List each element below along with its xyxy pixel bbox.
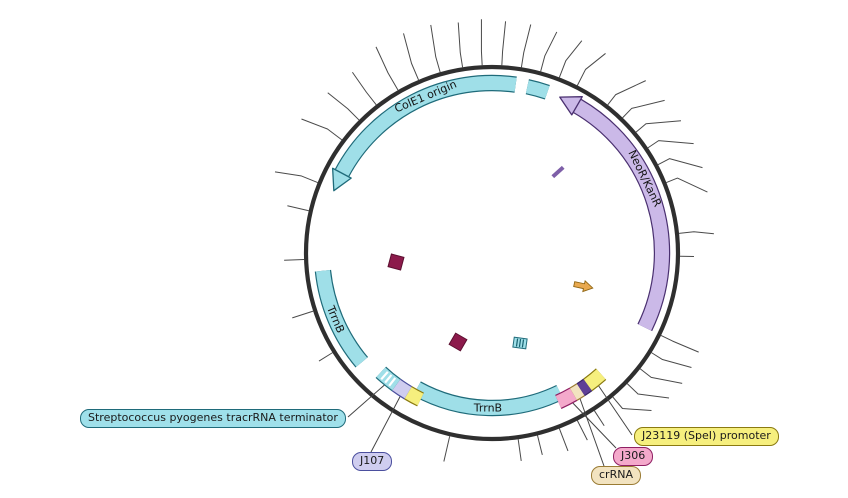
inner-sliver[interactable] <box>551 165 565 179</box>
restriction-site-tick <box>666 177 708 193</box>
restriction-site-tick <box>639 368 683 384</box>
restriction-site-tick <box>622 99 665 119</box>
restriction-site-tick <box>403 33 420 81</box>
feature-trrnb-terminator-bottom[interactable]: TrrnB <box>412 381 564 417</box>
feature-spacer-block-top[interactable] <box>525 79 550 100</box>
restriction-site-tick <box>520 24 532 68</box>
restriction-site-tick <box>430 24 441 73</box>
restriction-site-tick <box>657 158 703 169</box>
feature-neor-kanr-arrowhead <box>559 96 583 116</box>
feature-cole1-origin[interactable]: ColE1 origin <box>331 74 517 192</box>
restriction-site-tick <box>351 71 377 106</box>
restriction-site-tick <box>593 410 605 427</box>
restriction-site-tick <box>292 310 314 319</box>
restriction-site-tick <box>635 120 682 133</box>
restriction-site-tick <box>480 19 483 66</box>
restriction-site-tick <box>443 436 451 462</box>
label-tracrrna-terminator[interactable]: Streptococcus pyogenes tracrRNA terminat… <box>80 409 346 429</box>
restriction-site-tick <box>287 205 309 212</box>
feature-neor-kanr[interactable]: NeoR/KanR <box>559 96 671 332</box>
restriction-site-tick <box>558 428 569 452</box>
feature-tracrrna-terminator[interactable] <box>375 366 401 392</box>
restriction-site-tick <box>375 46 399 91</box>
feature-label-neor-kanr: NeoR/KanR <box>625 148 664 209</box>
feature-promoter-block-left[interactable] <box>404 386 424 407</box>
restriction-site-tick <box>501 21 507 66</box>
restriction-site-tick <box>607 80 646 106</box>
restriction-site-tick <box>517 439 522 462</box>
callout-leader-line <box>568 398 617 449</box>
restriction-site-tick <box>626 383 670 399</box>
restriction-site-tick <box>318 352 333 362</box>
label-j306[interactable]: J306 <box>613 447 654 467</box>
restriction-site-tick <box>660 334 699 353</box>
feature-trrnb-terminator-left[interactable]: TrrnB <box>314 269 369 368</box>
restriction-site-tick <box>540 31 558 72</box>
callout-leader-line <box>347 380 390 418</box>
inner-striped-chip[interactable] <box>512 336 528 350</box>
feature-j23119-promoter[interactable] <box>583 368 607 392</box>
feature-stripe <box>384 374 393 384</box>
feature-stripe <box>388 377 397 387</box>
label-j23119-promoter[interactable]: J23119 (SpeI) promoter <box>634 427 779 447</box>
restriction-site-tick <box>274 171 318 184</box>
feature-j306[interactable] <box>555 387 578 409</box>
plasmid-backbone <box>303 64 681 442</box>
feature-spacer-purple[interactable] <box>576 378 593 397</box>
restriction-site-tick <box>558 40 583 78</box>
label-crrna[interactable]: crRNA <box>591 466 641 486</box>
callout-leader-line <box>577 392 605 467</box>
inner-diamond-2[interactable] <box>448 332 468 352</box>
inner-diamond-1[interactable] <box>387 253 405 271</box>
inner-arrow[interactable] <box>573 279 594 294</box>
restriction-site-tick <box>327 92 360 121</box>
feature-cole1-origin-arrowhead <box>331 167 352 192</box>
restriction-site-tick <box>457 22 464 68</box>
callout-leader-line <box>595 381 633 436</box>
restriction-site-tick <box>284 259 305 261</box>
restriction-site-tick <box>612 396 652 412</box>
feature-crrna[interactable] <box>569 383 585 401</box>
restriction-site-tick <box>301 118 343 141</box>
feature-stripe <box>380 371 389 381</box>
callout-leader-line <box>370 390 404 453</box>
feature-label-trrnb-terminator-bottom: TrrnB <box>473 401 502 414</box>
label-j107[interactable]: J107 <box>352 452 393 472</box>
restriction-site-tick <box>536 435 543 455</box>
restriction-site-tick <box>651 352 692 368</box>
feature-j107[interactable] <box>391 378 413 400</box>
restriction-site-tick <box>647 140 694 149</box>
restriction-site-tick <box>576 420 588 441</box>
restriction-site-tick <box>576 53 606 86</box>
restriction-site-tick <box>678 231 714 235</box>
